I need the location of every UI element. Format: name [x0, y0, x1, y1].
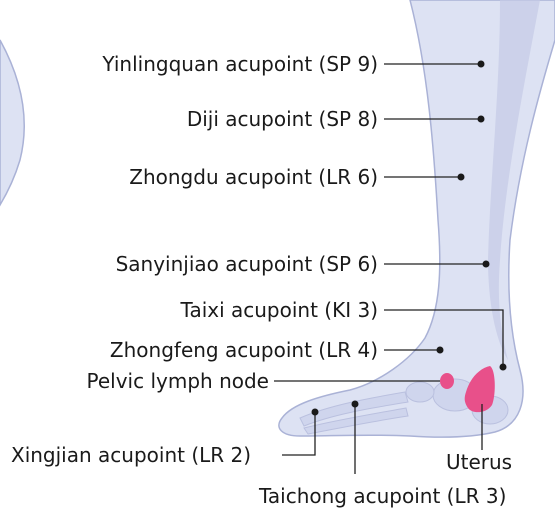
taichong-point	[352, 401, 359, 408]
label-pelvic-lymph-node: Pelvic lymph node	[87, 369, 269, 393]
pelvic-lymph-node-zone	[440, 373, 454, 389]
zhongfeng-point	[437, 347, 444, 354]
taixi-point	[500, 364, 507, 371]
label-taichong: Taichong acupoint (LR 3)	[259, 484, 506, 508]
label-sanyinjiao: Sanyinjiao acupoint (SP 6)	[116, 252, 378, 276]
label-uterus: Uterus	[446, 450, 512, 474]
yinlingquan-point	[478, 61, 485, 68]
label-diji: Diji acupoint (SP 8)	[187, 107, 378, 131]
label-yinlingquan: Yinlingquan acupoint (SP 9)	[102, 52, 378, 76]
zhongdu-point	[458, 174, 465, 181]
label-zhongfeng: Zhongfeng acupoint (LR 4)	[110, 338, 378, 362]
xingjian-point	[312, 409, 319, 416]
label-zhongdu: Zhongdu acupoint (LR 6)	[129, 165, 378, 189]
left-leg-outline	[0, 40, 24, 205]
label-taixi: Taixi acupoint (KI 3)	[181, 298, 378, 322]
diji-point	[478, 116, 485, 123]
sanyinjiao-point	[483, 261, 490, 268]
label-xingjian: Xingjian acupoint (LR 2)	[11, 443, 251, 467]
